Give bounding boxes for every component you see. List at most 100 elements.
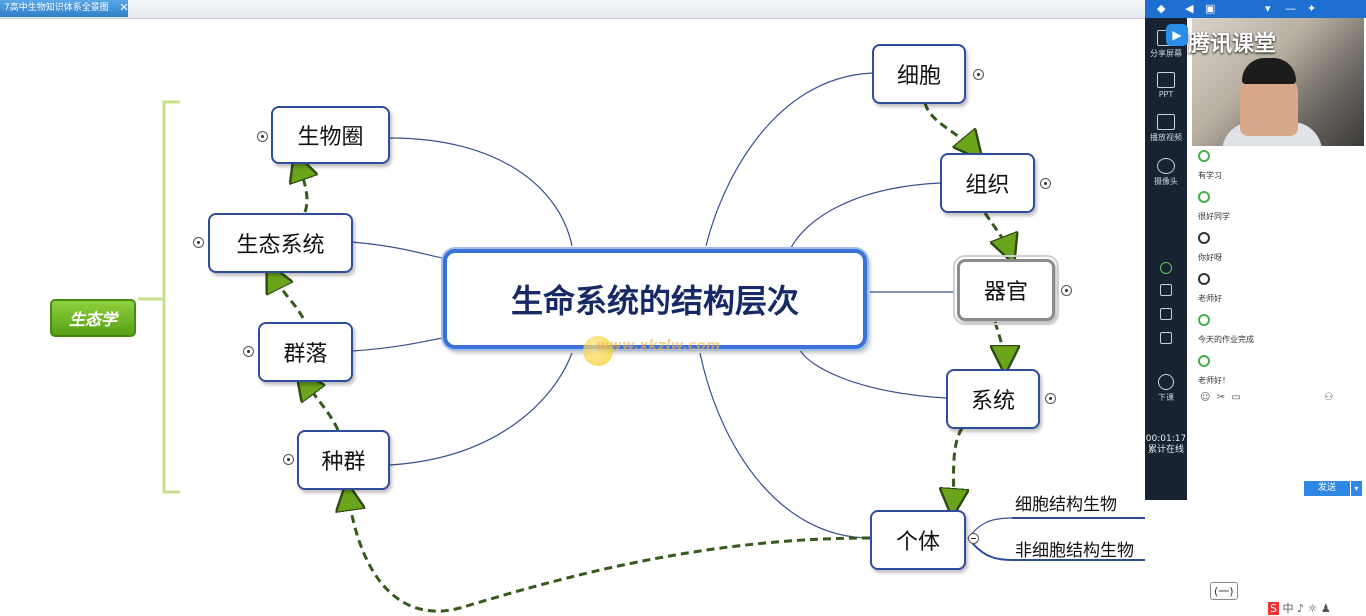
input-method-icon[interactable]: S [1268,602,1279,615]
collapse-toggle-individual[interactable] [968,533,979,544]
camera-button[interactable]: 摄像头 [1145,158,1187,187]
chat-toolbar: ☺ ✂ ▭ ⚇ [1200,392,1333,403]
collapse-toggle-organ[interactable] [1061,285,1072,296]
dropdown-icon[interactable]: ▾ [1265,2,1271,15]
presenter-hair [1242,58,1296,84]
link-tissue [789,182,941,251]
close-icon[interactable]: ✕ [119,1,129,14]
class-timer: 00:01:17 累计在线 [1145,434,1187,456]
collapse-toggle-cell[interactable] [973,69,984,80]
signal-button[interactable] [1145,262,1187,276]
mindmap-canvas: 生态学 生命系统的结构层次 生物圈 生态系统 群落 种群 细胞 组织 器官 系统… [0,18,1145,616]
leaf-cellular-organisms[interactable]: 细胞结构生物 [1015,495,1117,515]
tencent-classroom-logo: ▶ [1166,24,1188,46]
collapse-toggle-community[interactable] [243,346,254,357]
classroom-titlebar: ◆ ◀ ▣ ▾ — ✦ [1145,0,1366,18]
avatar [1198,355,1210,367]
classroom-toolbar: 分享屏幕 PPT 播放视频 摄像头 下课 00:01:17 累计在线 [1145,0,1187,500]
node-community[interactable]: 群落 [258,322,353,382]
minimize-icon[interactable]: — [1285,2,1296,15]
collapse-toggle-system[interactable] [1045,393,1056,404]
fullscreen-button[interactable] [1145,332,1187,346]
slide-indicator: (一) [1210,582,1238,600]
avatar [1198,191,1210,203]
arrow-community-ecosystem [272,273,305,319]
link-system [799,349,947,399]
arrow-individual-population [348,493,871,613]
link-cell [705,72,873,247]
node-tissue[interactable]: 组织 [940,153,1035,213]
central-topic[interactable]: 生命系统的结构层次 [443,249,867,349]
avatar [1198,273,1210,285]
link-biosphere [389,137,573,247]
play-video-button[interactable]: 播放视频 [1145,114,1187,143]
collapse-toggle-ecosystem[interactable] [193,237,204,248]
camera-icon [1157,158,1175,174]
ppt-button[interactable]: PPT [1145,72,1187,99]
emoji-icon[interactable]: ☺ [1200,392,1211,403]
document-tab[interactable]: 7高中生物知识体系全景图 [0,0,128,17]
node-individual[interactable]: 个体 [870,510,966,570]
arrow-system-individual [953,427,962,506]
watermark-text: www.xkzlw.com [596,338,721,354]
collapse-toggle-tissue[interactable] [1040,178,1051,189]
window-tab-bar: 7高中生物知识体系全景图 ✕ [0,0,1145,19]
arrow-population-community [303,380,340,431]
window-icon[interactable]: ▣ [1205,2,1216,15]
node-ecosystem[interactable]: 生态系统 [208,213,353,273]
node-biosphere[interactable]: 生物圈 [271,106,390,164]
brand-title: 腾讯课堂 [1188,32,1277,57]
chat-message: 今天的作业完成 [1196,312,1364,353]
chat-list: 有学习 很好同学 你好呀 老师好 今天的作业完成 老师好！ [1196,148,1364,394]
end-class-button[interactable]: 下课 [1145,374,1187,403]
signal-icon [1160,262,1172,274]
leaf-acellular-organisms[interactable]: 非细胞结构生物 [1015,541,1134,561]
expand-icon [1160,332,1172,344]
classroom-panel: 分享屏幕 PPT 播放视频 摄像头 下课 00:01:17 累计在线 [1145,0,1366,500]
music-button[interactable] [1145,308,1187,322]
people-icon[interactable]: ⚇ [1324,392,1334,403]
chat-message: 老师好！ [1196,353,1364,394]
send-button[interactable]: 发送 [1304,481,1350,496]
avatar [1198,150,1210,162]
timer-label: 累计在线 [1147,445,1184,455]
scissors-icon[interactable]: ✂ [1216,392,1226,403]
node-cell[interactable]: 细胞 [872,44,966,104]
tray-icons[interactable]: 中 ♪ ☼ ♟ [1282,602,1331,615]
avatar [1198,314,1210,326]
arrow-organ-system [995,321,1005,363]
watermark-logo [583,336,613,366]
ecology-label[interactable]: 生态学 [50,299,136,337]
pin-icon[interactable]: ✦ [1307,2,1317,15]
volume-button[interactable] [1145,284,1187,298]
chat-message: 老师好 [1196,271,1364,312]
speaker-icon [1160,284,1172,296]
arrow-tissue-organ [983,212,1010,253]
shield-icon[interactable]: ◆ [1157,2,1166,15]
link-individual [699,352,871,539]
ecology-bracket [138,100,180,494]
link-population [389,352,573,466]
live-camera-feed [1192,18,1364,146]
timer-value: 00:01:17 [1145,434,1187,444]
ppt-icon [1157,72,1175,88]
power-icon [1158,374,1174,390]
arrow-cell-tissue [923,102,975,151]
music-icon [1160,308,1172,320]
image-icon[interactable]: ▭ [1231,392,1241,403]
chat-message: 你好呀 [1196,230,1364,271]
chat-message: 有学习 [1196,148,1364,189]
node-population[interactable]: 种群 [297,430,390,490]
avatar [1198,232,1210,244]
play-icon [1157,114,1175,130]
back-icon[interactable]: ◀ [1185,2,1194,15]
collapse-toggle-population[interactable] [283,454,294,465]
document-tab-title: 7高中生物知识体系全景图 [4,3,109,13]
link-community [351,337,444,352]
node-system[interactable]: 系统 [946,369,1040,429]
link-ecosystem [351,241,444,259]
collapse-toggle-biosphere[interactable] [257,131,268,142]
arrow-ecosystem-biosphere [298,163,307,213]
chevron-down-icon[interactable]: ▾ [1350,481,1362,496]
node-organ[interactable]: 器官 [953,255,1059,325]
